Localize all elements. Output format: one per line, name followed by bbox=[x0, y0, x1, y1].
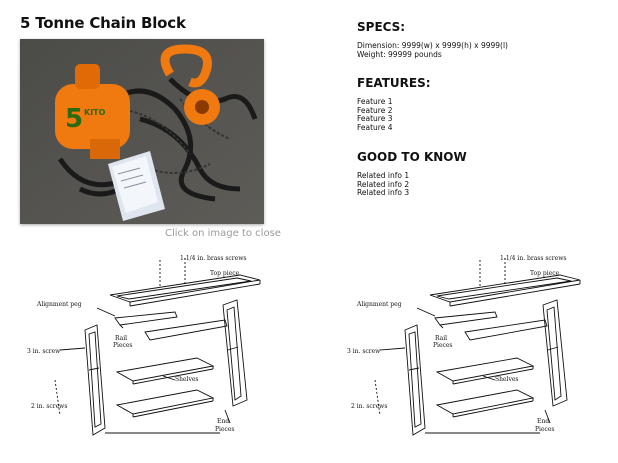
label-rail-2: Pieces bbox=[113, 342, 133, 349]
feature-item: Feature 1 bbox=[357, 97, 393, 106]
label-top-piece: Top piece bbox=[210, 270, 240, 277]
label-end-1: End bbox=[537, 418, 549, 425]
specs-heading: SPECS: bbox=[357, 20, 406, 34]
label-2in-screws: 2 in. screws bbox=[31, 403, 67, 410]
svg-text:5: 5 bbox=[65, 104, 83, 134]
assembly-diagram-right: 1-1/4 in. brass screws Top piece Alignme… bbox=[347, 255, 581, 436]
label-shelves: Shelves bbox=[175, 376, 198, 383]
specs-list: Dimension: 9999(w) x 9999(h) x 9999(l) W… bbox=[357, 41, 508, 59]
label-rail-2: Pieces bbox=[433, 342, 453, 349]
related-info-item: Related info 2 bbox=[357, 179, 410, 189]
product-photo[interactable]: 5 KITO bbox=[20, 39, 264, 224]
label-shelves: Shelves bbox=[495, 376, 518, 383]
label-end-2: Pieces bbox=[535, 426, 555, 433]
feature-item: Feature 4 bbox=[357, 122, 393, 132]
label-top-piece: Top piece bbox=[530, 270, 560, 277]
label-3in-screw: 3 in. screw bbox=[27, 348, 61, 355]
label-2in-screws: 2 in. screws bbox=[351, 403, 387, 410]
close-image-caption[interactable]: Click on image to close bbox=[165, 228, 281, 239]
svg-text:KITO: KITO bbox=[84, 108, 106, 117]
feature-item: Feature 2 bbox=[357, 105, 393, 115]
label-brass-screws: 1-1/4 in. brass screws bbox=[180, 255, 246, 262]
related-info-item: Related info 1 bbox=[357, 171, 410, 180]
label-end-1: End bbox=[217, 418, 229, 425]
label-3in-screw: 3 in. screw bbox=[347, 348, 381, 355]
assembly-diagram-left: 1-1/4 in. brass screws Top piece Alignme… bbox=[27, 255, 261, 436]
label-end-2: Pieces bbox=[215, 426, 235, 433]
label-alignment-peg: Alignment peg bbox=[36, 301, 82, 308]
good-to-know-list: Related info 1 Related info 2 Related in… bbox=[357, 171, 410, 198]
spec-weight: Weight: 99999 pounds bbox=[357, 49, 442, 59]
features-heading: FEATURES: bbox=[357, 76, 431, 90]
label-alignment-peg: Alignment peg bbox=[356, 301, 402, 308]
feature-item: Feature 3 bbox=[357, 114, 393, 124]
good-to-know-heading: GOOD TO KNOW bbox=[357, 150, 467, 164]
features-list: Feature 1 Feature 2 Feature 3 Feature 4 bbox=[357, 97, 393, 132]
spec-dimension: Dimension: 9999(w) x 9999(h) x 9999(l) bbox=[357, 41, 508, 50]
related-info-item: Related info 3 bbox=[357, 188, 410, 198]
label-rail-1: Rail bbox=[435, 335, 447, 342]
label-brass-screws: 1-1/4 in. brass screws bbox=[500, 255, 566, 262]
product-title: 5 Tonne Chain Block bbox=[20, 14, 186, 32]
label-rail-1: Rail bbox=[115, 335, 127, 342]
